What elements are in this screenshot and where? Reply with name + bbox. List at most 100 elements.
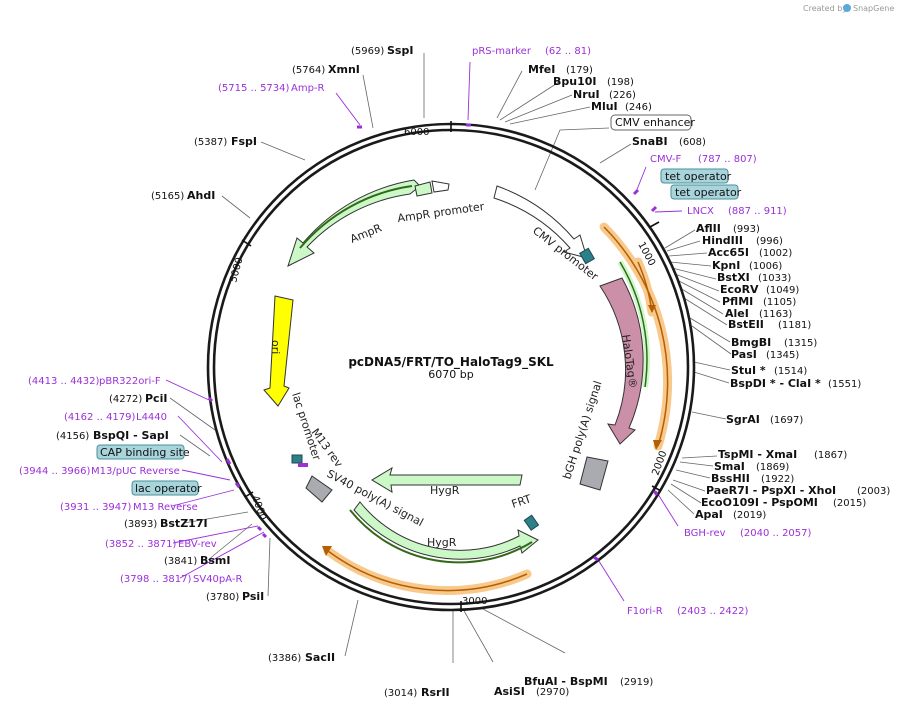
eco0109i-pos: (2015) — [833, 498, 866, 509]
rsrii-name: RsrII — [421, 686, 450, 699]
fspi-pos: (5387) — [194, 137, 227, 148]
xmni-pos: (5764) — [292, 65, 325, 76]
sspi-name: SspI — [387, 44, 413, 57]
kpni-pos: (1006) — [749, 261, 782, 272]
bsshii-pos: (1922) — [761, 474, 794, 485]
aflii-pos: (993) — [733, 224, 760, 235]
tick-label-5000: 5000 — [228, 256, 245, 283]
snabi-pos: (608) — [679, 137, 706, 148]
pflmi-name: PflMI — [722, 295, 753, 308]
kpni-name: KpnI — [712, 259, 740, 272]
hygr-label-2: HygR — [427, 536, 457, 549]
smai-name: SmaI — [714, 460, 745, 473]
bgh-polya-block — [579, 456, 609, 491]
tet-operator-label-1: tet operator — [665, 170, 732, 183]
ampr-label: AmpR — [348, 221, 384, 245]
ecorv-name: EcoRV — [720, 283, 759, 296]
asisi-name: AsiSI — [494, 685, 525, 698]
bsmi-pos: (3841) — [164, 556, 197, 567]
asisi-pos: (2970) — [536, 687, 569, 698]
xmni-name: XmnI — [328, 63, 360, 76]
bfuai-name: BfuAI - BspMI — [524, 675, 608, 688]
prs-marker-range: (62 .. 81) — [545, 46, 591, 57]
primer-labels: (5715 .. 5734) Amp-R pRS-marker (62 .. 8… — [19, 46, 812, 617]
alei-pos: (1163) — [759, 309, 792, 320]
l4440-range: (4162 .. 4179) — [64, 412, 136, 423]
lac-operator-label: lac operator — [135, 482, 202, 495]
orange-track-arrowhead-3 — [322, 546, 332, 556]
bsmi-name: BsmI — [200, 554, 231, 567]
sv40-polya-block — [305, 475, 333, 503]
bstz17i-name: BstZ17I — [160, 517, 208, 530]
hindiii-pos: (996) — [756, 236, 783, 247]
tet-operator-box-2 — [670, 184, 739, 200]
cap-binding-label: CAP binding site — [100, 446, 190, 459]
halotag-green-line — [619, 261, 648, 388]
bfuai-pos: (2919) — [620, 677, 653, 688]
pcii-name: PciI — [145, 392, 167, 405]
m13-puc-rev-name: M13/pUC Reverse — [91, 466, 180, 477]
ahdi-pos: (5165) — [151, 191, 184, 202]
sv40pa-r-range: (3798 .. 3817) — [120, 574, 192, 585]
bspdi-pos: (1551) — [828, 379, 861, 390]
bmgbi-pos: (1315) — [784, 338, 817, 349]
tet-operator-label-2: tet operator — [675, 186, 742, 199]
lac-operator-box — [131, 480, 199, 496]
nrui-pos: (226) — [609, 90, 636, 101]
created-by-text: Created by — [803, 4, 847, 13]
prs-marker-name: pRS-marker — [472, 46, 532, 57]
smai-pos: (1869) — [756, 462, 789, 473]
orange-track-arrowhead-1 — [648, 305, 656, 313]
mlui-pos: (246) — [625, 102, 652, 113]
eco0109i-name: EcoO109I - PspOMI — [701, 496, 818, 509]
lncx-name: LNCX — [687, 206, 714, 217]
hygr-arrow-2 — [353, 501, 539, 560]
bspdi-name: BspDI * - ClaI * — [730, 377, 821, 390]
stui-name: StuI * — [731, 364, 766, 377]
bgh-rev-name: BGH-rev — [684, 528, 726, 539]
cmv-enhancer-label: CMV enhancer — [615, 116, 695, 129]
bsteii-name: BstEII — [728, 318, 764, 331]
stui-pos: (1514) — [774, 366, 807, 377]
ampr-promoter-arrow — [431, 180, 450, 193]
alei-name: AleI — [725, 307, 749, 320]
bsshii-name: BssHII — [711, 472, 750, 485]
primer-leader-lines — [165, 61, 683, 602]
apai-name: ApaI — [695, 508, 723, 521]
nrui-name: NruI — [573, 88, 600, 101]
bpu10i-pos: (198) — [607, 77, 634, 88]
pbr322ori-f-name: pBR322ori-F — [99, 376, 161, 387]
sgrai-name: SgrAI — [726, 413, 760, 426]
tspmi-name: TspMI - XmaI — [718, 448, 797, 461]
snapgene-brand: SnapGene — [853, 4, 894, 13]
l4440-name: L4440 — [136, 412, 167, 423]
f1ori-r-name: F1ori-R — [627, 606, 663, 617]
apai-pos: (2019) — [733, 510, 766, 521]
pasi-name: PasI — [731, 348, 757, 361]
bstxi-name: BstXI — [717, 271, 750, 284]
acc65i-pos: (1002) — [759, 248, 792, 259]
orange-track-arrowhead-2 — [653, 440, 662, 450]
aflii-name: AflII — [696, 222, 721, 235]
lac-operator-mark — [291, 454, 303, 464]
sacii-pos: (3386) — [268, 653, 301, 664]
pflmi-pos: (1105) — [763, 297, 796, 308]
ampr-promoter-body — [414, 181, 433, 197]
cmv-enhancer-box — [610, 114, 692, 131]
m13-reverse-range: (3931 .. 3947) — [60, 502, 132, 513]
tspmi-pos: (1867) — [814, 450, 847, 461]
bstz17i-pos: (3893) — [124, 519, 157, 530]
m13-site-mark — [298, 463, 308, 467]
ecorv-pos: (1049) — [766, 285, 799, 296]
paer7i-pos: (2003) — [857, 486, 890, 497]
psii-name: PsiI — [242, 590, 264, 603]
ahdi-name: AhdI — [187, 189, 215, 202]
ampr-arrow — [287, 179, 421, 267]
mfei-name: MfeI — [528, 63, 555, 76]
bstxi-pos: (1033) — [758, 273, 791, 284]
bgh-rev-range: (2040 .. 2057) — [740, 528, 812, 539]
label-leader-lines — [169, 53, 732, 663]
pbr322ori-f-range: (4413 .. 4432) — [28, 376, 100, 387]
bmgbi-name: BmgBI — [731, 336, 771, 349]
